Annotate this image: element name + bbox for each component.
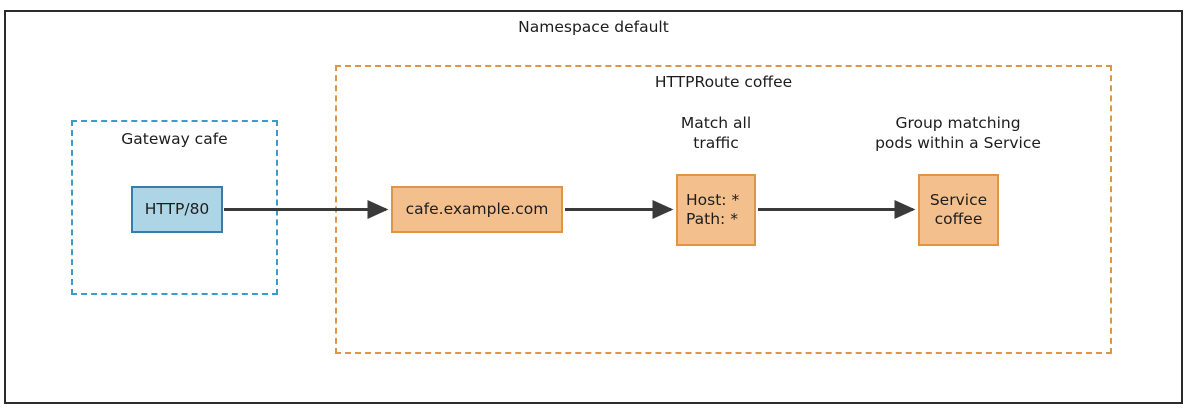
httproute-match-node[interactable]: Host: * Path: * <box>676 174 756 246</box>
backend-service-name: coffee <box>934 210 983 228</box>
httproute-title: HTTPRoute coffee <box>654 73 793 91</box>
httproute-hostname-label: cafe.example.com <box>405 199 549 218</box>
backend-service-node[interactable]: Service coffee <box>918 174 999 246</box>
gateway-title: Gateway cafe <box>121 130 228 148</box>
namespace-container: Namespace default <box>4 10 1183 404</box>
httproute-hostname-node[interactable]: cafe.example.com <box>391 186 563 233</box>
match-host-rule: Host: * <box>686 190 740 209</box>
gateway-listener-label: HTTP/80 <box>144 199 210 218</box>
namespace-title: Namespace default <box>518 18 669 36</box>
gateway-listener-node[interactable]: HTTP/80 <box>131 186 223 233</box>
backend-caption: Group matching pods within a Service <box>875 114 1041 152</box>
match-path-rule: Path: * <box>686 210 738 228</box>
match-caption: Match all traffic <box>680 114 752 152</box>
gateway-container: Gateway cafe <box>71 120 278 295</box>
backend-service-kind: Service <box>929 190 988 209</box>
